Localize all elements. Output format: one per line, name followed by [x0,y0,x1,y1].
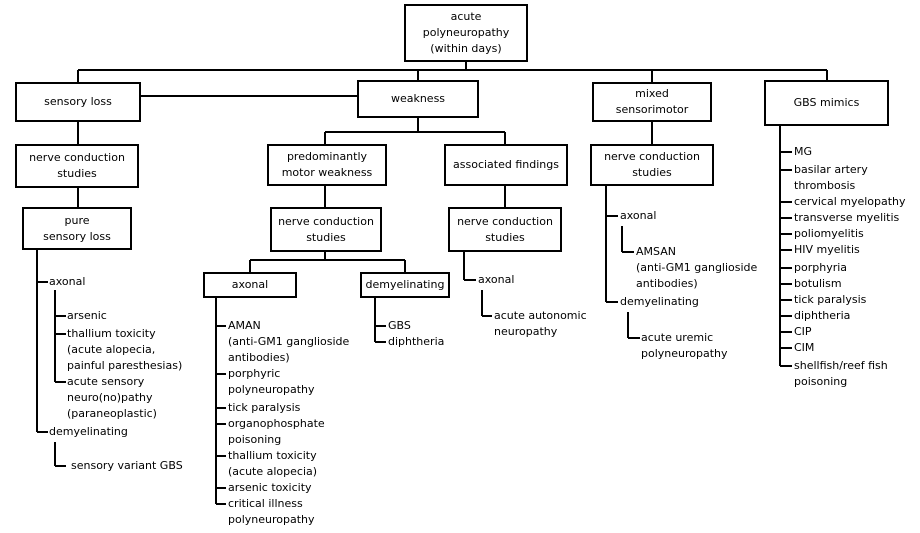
sensory-ncs-box: nerve conduction studies [15,144,139,188]
motor-weakness-box: predominantly motor weakness [267,144,387,186]
mimic-item-8: botulism [794,277,842,290]
sensory-axonal-label: axonal [49,275,86,288]
mixed-axonal-item-1: AMSAN (anti-GM1 ganglioside antibodies) [636,245,758,290]
sensory-axonal-item-3: acute sensory neuro(no)pathy (paraneopla… [67,375,157,420]
gbs-mimics-box: GBS mimics [764,80,889,126]
mimic-item-2: basilar artery thrombosis [794,163,868,192]
mimic-item-13: shellfish/reef fish poisoning [794,359,888,388]
assoc-axonal-label: axonal [478,273,515,286]
pure-sensory-loss-box: pure sensory loss [22,207,132,250]
mixed-sensorimotor-box: mixed sensorimotor [592,82,712,122]
mimic-item-7: porphyria [794,261,848,274]
mixed-demyelinating-label: demyelinating [620,295,699,308]
motor-axonal-item-2: porphyric polyneuropathy [228,367,315,396]
mimic-item-9: tick paralysis [794,293,867,306]
motor-demy-item-2: diphtheria [388,335,445,348]
sensory-axonal-item-2: thallium toxicity (acute alopecia, painf… [67,327,183,372]
mimic-item-10: diphtheria [794,309,851,322]
motor-axonal-box: axonal [203,272,297,298]
mimic-item-3: cervical myelopathy [794,195,906,208]
sensory-axonal-item-1: arsenic [67,309,107,322]
motor-axonal-item-4: organophosphate poisoning [228,417,325,446]
motor-ncs-box: nerve conduction studies [270,207,382,252]
motor-axonal-item-6: arsenic toxicity [228,481,312,494]
motor-axonal-item-7: critical illness polyneuropathy [228,497,315,526]
assoc-ncs-box: nerve conduction studies [448,207,562,252]
motor-demyelinating-box: demyelinating [360,272,450,298]
motor-axonal-item-3: tick paralysis [228,401,301,414]
mimic-item-1: MG [794,145,813,158]
associated-findings-box: associated findings [444,144,568,186]
motor-demy-item-1: GBS [388,319,411,332]
motor-axonal-item-5: thallium toxicity (acute alopecia) [228,449,318,478]
mimic-item-5: poliomyelitis [794,227,864,240]
mixed-axonal-label: axonal [620,209,657,222]
root-box: acute polyneuropathy (within days) [404,4,528,62]
mixed-demy-item-1: acute uremic polyneuropathy [641,331,728,360]
assoc-item-1: acute autonomic neuropathy [494,309,587,338]
weakness-box: weakness [357,80,479,118]
mimic-item-6: HIV myelitis [794,243,860,256]
motor-axonal-item-1: AMAN (anti-GM1 ganglioside antibodies) [228,319,350,364]
mimic-item-4: transverse myelitis [794,211,900,224]
mimic-item-11: CIP [794,325,812,338]
sensory-demy-item-1: sensory variant GBS [71,459,183,472]
sensory-loss-box: sensory loss [15,82,141,122]
mixed-ncs-box: nerve conduction studies [590,144,714,186]
sensory-demyelinating-label: demyelinating [49,425,128,438]
mimic-item-12: CIM [794,341,815,354]
